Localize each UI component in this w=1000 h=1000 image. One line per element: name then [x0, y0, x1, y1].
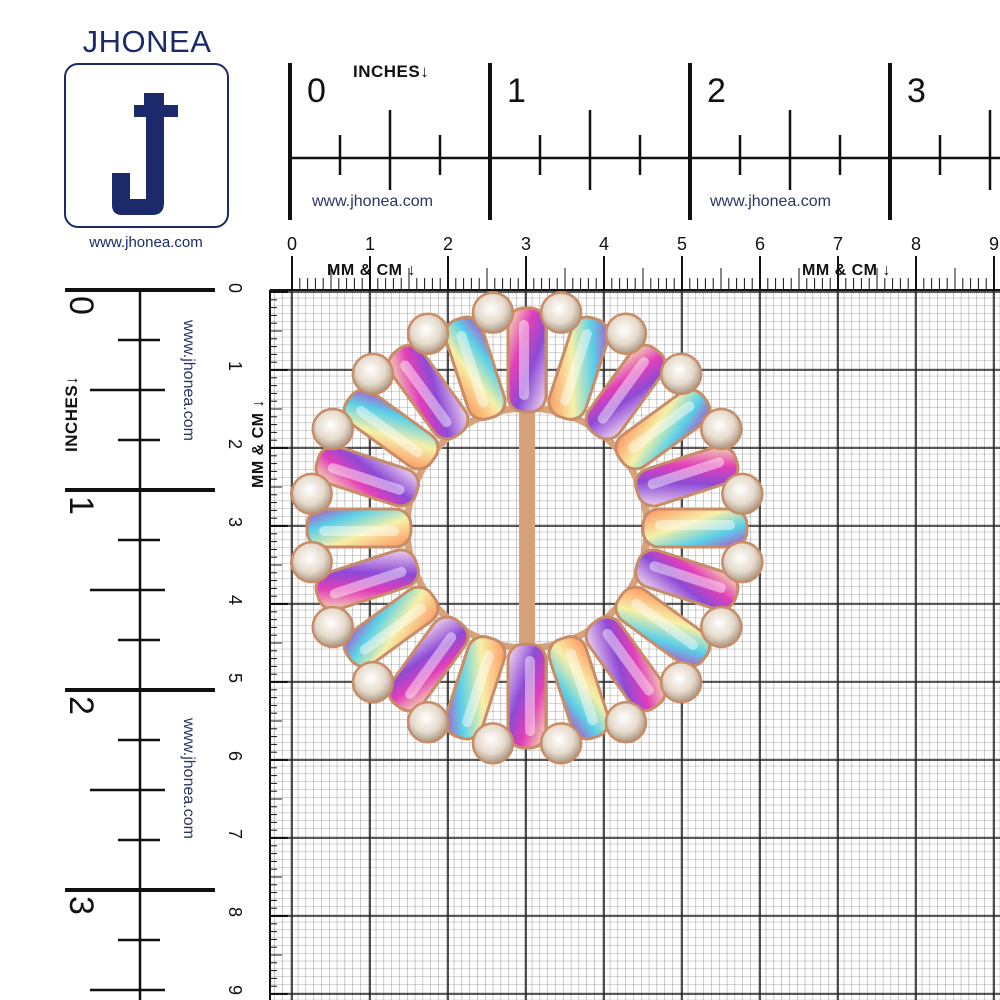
round-rhinestone	[699, 605, 743, 649]
left-cm-number-3: 3	[225, 517, 245, 528]
baguette-crystal	[547, 635, 611, 741]
round-rhinestone	[471, 291, 515, 334]
round-rhinestone	[290, 472, 333, 516]
top-cm-ruler-ticks	[270, 256, 1000, 291]
baguette-crystal	[614, 388, 712, 471]
top-inch-number-1: 1	[507, 72, 526, 110]
baguette-crystal	[443, 635, 507, 741]
left-inch-number-3: 3	[62, 896, 100, 915]
top-cm-number-6: 6	[755, 234, 766, 254]
left-inch-number-2: 2	[62, 696, 100, 715]
top-inch-watermark-2: www.jhonea.com	[710, 193, 831, 210]
baguette-crystal	[314, 444, 420, 508]
round-rhinestone	[721, 540, 764, 584]
round-rhinestone	[604, 312, 648, 356]
logo-j-icon	[112, 93, 178, 215]
top-cm-number-4: 4	[599, 234, 610, 254]
round-rhinestone	[406, 700, 450, 744]
round-rhinestone	[311, 407, 355, 451]
top-cm-number-0: 0	[287, 234, 298, 254]
top-inch-number-2: 2	[707, 72, 726, 110]
round-rhinestone	[539, 722, 583, 765]
top-cm-number-1: 1	[365, 234, 376, 254]
left-cm-number-0: 0	[225, 283, 245, 294]
top-inch-number-3: 3	[907, 72, 926, 110]
brand-logo	[64, 63, 229, 228]
baguette-crystal	[584, 343, 667, 441]
baguette-crystal	[506, 306, 548, 414]
left-inch-number-1: 1	[62, 496, 100, 515]
top-inch-number-0: 0	[307, 72, 326, 110]
baguette-crystal	[387, 343, 470, 441]
top-cm-label-1: MM & CM ↓	[327, 262, 416, 279]
top-cm-number-8: 8	[911, 234, 922, 254]
top-cm-number-5: 5	[677, 234, 688, 254]
brand-website: www.jhonea.com	[89, 234, 203, 251]
left-cm-number-8: 8	[225, 907, 245, 918]
left-cm-label: MM & CM ↓	[250, 399, 267, 488]
baguette-crystal	[634, 548, 740, 612]
baguette-crystal	[584, 615, 667, 713]
left-inch-watermark-1: www.jhonea.com	[180, 320, 197, 441]
brand-name: JHONEA	[82, 24, 212, 59]
top-inch-label: INCHES↓	[353, 62, 430, 81]
baguette-crystal	[342, 585, 440, 668]
left-inch-ruler	[65, 288, 215, 1000]
top-cm-number-3: 3	[521, 234, 532, 254]
baguette-crystal	[314, 548, 420, 612]
left-inch-label: INCHES↓	[62, 375, 81, 452]
baguette-crystal	[342, 388, 440, 471]
left-cm-number-6: 6	[225, 751, 245, 762]
baguette-crystal	[634, 444, 740, 508]
left-cm-number-1: 1	[225, 361, 245, 372]
top-cm-label-2: MM & CM ↓	[802, 262, 891, 279]
round-rhinestone	[721, 472, 764, 516]
baguette-crystal	[387, 615, 470, 713]
baguette-crystal	[443, 315, 507, 421]
baguette-crystal	[305, 507, 413, 549]
top-cm-number-7: 7	[833, 234, 844, 254]
round-rhinestone	[406, 312, 450, 356]
round-rhinestone	[311, 605, 355, 649]
baguette-crystal	[614, 585, 712, 668]
left-cm-number-9: 9	[225, 985, 245, 996]
baguette-crystal	[506, 642, 548, 750]
left-cm-number-5: 5	[225, 673, 245, 684]
round-rhinestone	[604, 700, 648, 744]
round-rhinestone	[351, 660, 395, 704]
round-rhinestone	[659, 352, 703, 396]
top-cm-number-2: 2	[443, 234, 454, 254]
rhinestone-buckle-image	[290, 291, 764, 765]
round-rhinestone	[699, 407, 743, 451]
round-rhinestone	[659, 660, 703, 704]
round-rhinestone	[471, 722, 515, 765]
baguette-crystal	[547, 315, 611, 421]
left-cm-number-2: 2	[225, 439, 245, 450]
round-rhinestone	[539, 291, 583, 334]
top-inch-ruler	[288, 63, 1000, 220]
left-cm-number-7: 7	[225, 829, 245, 840]
left-inch-number-0: 0	[62, 296, 100, 315]
left-inch-watermark-2: www.jhonea.com	[180, 718, 197, 839]
round-rhinestone	[351, 352, 395, 396]
baguette-crystal	[641, 507, 749, 549]
top-cm-number-9: 9	[989, 234, 1000, 254]
top-inch-watermark-1: www.jhonea.com	[312, 193, 433, 210]
round-rhinestone	[290, 540, 333, 584]
left-cm-ruler-ticks	[269, 290, 288, 1000]
left-cm-number-4: 4	[225, 595, 245, 606]
